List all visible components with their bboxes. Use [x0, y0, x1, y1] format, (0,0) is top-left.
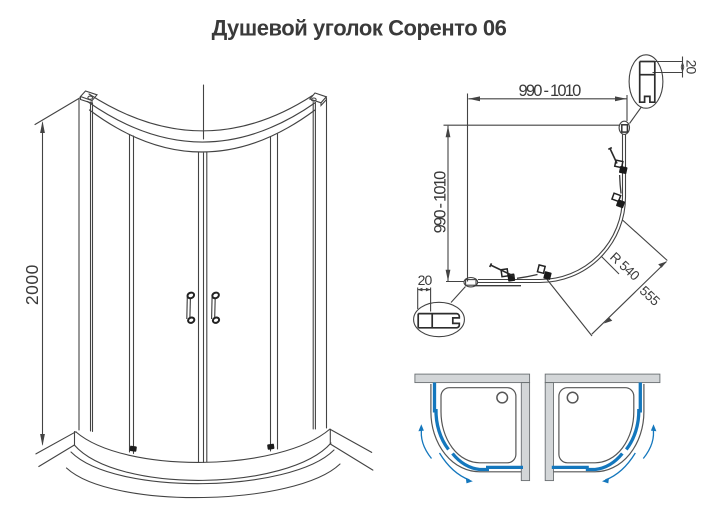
- svg-text:R 540: R 540: [607, 249, 642, 283]
- svg-text:990 - 1010: 990 - 1010: [519, 82, 582, 100]
- svg-text:20: 20: [418, 272, 433, 288]
- svg-text:990 - 1010: 990 - 1010: [431, 171, 449, 234]
- svg-text:2000: 2000: [22, 264, 42, 305]
- svg-text:Душевой уголок Соренто 06: Душевой уголок Соренто 06: [212, 16, 507, 41]
- svg-text:20: 20: [683, 60, 699, 75]
